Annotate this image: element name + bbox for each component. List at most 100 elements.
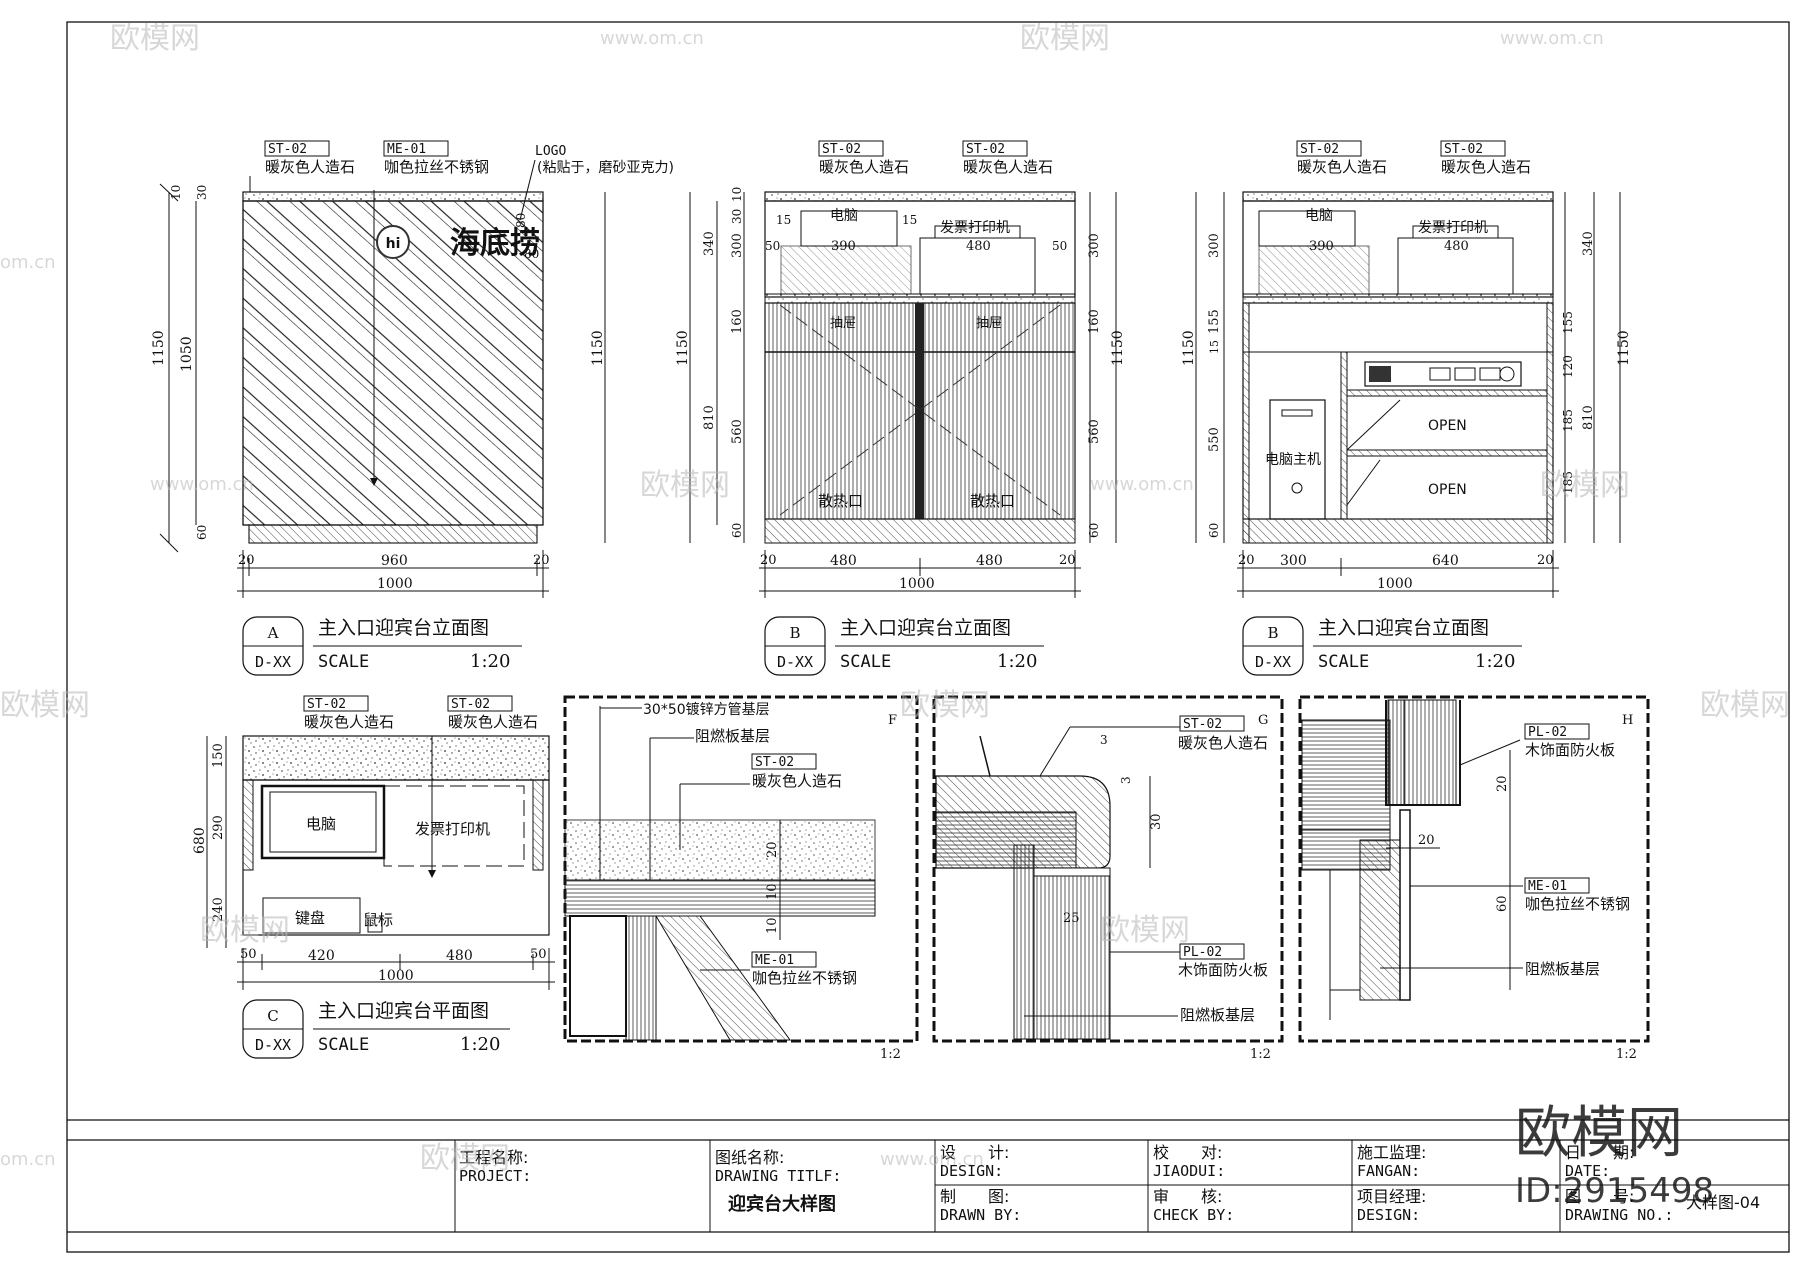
- design-label-en: DESIGN:: [940, 1162, 1003, 1180]
- material-tag: ST-02: [1183, 717, 1222, 732]
- dim-label: 1150: [151, 330, 167, 366]
- dim-label: 1000: [378, 968, 414, 984]
- dim-label: 300: [730, 233, 745, 258]
- open-label: OPEN: [1428, 418, 1467, 434]
- dim-label: 60: [195, 525, 209, 540]
- material-name: 咖色拉丝不锈钢: [384, 158, 489, 176]
- pm-label: 项目经理:: [1357, 1187, 1426, 1206]
- dim-label: 15: [902, 213, 917, 227]
- watermark-site: www.om.cn: [1090, 474, 1194, 495]
- dim-label: 185: [1561, 471, 1575, 494]
- dim-label: 50: [1052, 239, 1067, 253]
- dim-label: 560: [730, 419, 745, 444]
- detail-scale: 1:2: [1250, 1047, 1271, 1062]
- view-title-b1: B D-XX 主入口迎宾台立面图 SCALE 1:20: [764, 616, 1044, 676]
- material-tag: ST-02: [451, 697, 490, 712]
- material-tag: ME-01: [755, 953, 794, 968]
- watermark-site-short: om.cn: [0, 1149, 56, 1170]
- dim-label: 160: [730, 309, 745, 334]
- watermark-brand: 欧模网: [1100, 913, 1190, 948]
- logo-text: 海底捞: [450, 226, 540, 261]
- view-title: 主入口迎宾台立面图: [318, 617, 489, 639]
- dim-label: 1150: [590, 330, 606, 366]
- logo-mark-icon: hi 海底捞: [376, 225, 540, 261]
- view-title: 主入口迎宾台立面图: [840, 617, 1011, 639]
- printer-label: 发票打印机: [415, 820, 490, 838]
- fire-board-label: 阻燃板基层: [1180, 1006, 1255, 1024]
- dim-label: 300: [1280, 553, 1307, 569]
- dim-label: 50: [240, 947, 257, 962]
- scale-label: SCALE: [840, 652, 891, 672]
- watermark-brand: 欧模网: [0, 688, 90, 723]
- dim-label: 550: [1207, 427, 1222, 452]
- dim-label: 3: [1100, 733, 1108, 747]
- view-b1-elevation: 电脑 390 发票打印机 480 抽屉 抽屉 散热口 散热口 15 15 50 …: [675, 140, 1126, 598]
- dim-label: 340: [1581, 231, 1596, 256]
- supervisor-label-en: FANGAN:: [1357, 1162, 1420, 1180]
- scale-value: 1:20: [460, 1034, 500, 1055]
- material-name: 暖灰色人造石: [448, 713, 538, 731]
- view-letter: B: [789, 624, 800, 642]
- material-name: 木饰面防火板: [1178, 961, 1268, 979]
- dim-label: 1150: [1616, 330, 1632, 366]
- dim-label: 155: [1561, 311, 1575, 334]
- watermark-site: www.om.cn: [1500, 28, 1604, 49]
- check1-label: 校 对:: [1153, 1143, 1222, 1162]
- material-name: 暖灰色人造石: [1441, 158, 1531, 176]
- drawing-no-label-en: DRAWING NO.:: [1565, 1206, 1673, 1224]
- dim-label: 20: [1238, 553, 1255, 568]
- printer-label: 发票打印机: [940, 219, 1010, 236]
- drawn-label-en: DRAWN BY:: [940, 1206, 1021, 1224]
- dim-label: 30: [195, 185, 209, 200]
- watermark-site-short: om.cn: [0, 252, 56, 273]
- material-tag: ST-02: [755, 755, 794, 770]
- scale-value: 1:20: [1475, 651, 1515, 672]
- dim-label: 160: [1087, 309, 1102, 334]
- computer-label: 电脑: [1305, 208, 1333, 224]
- dim-label: 810: [1581, 405, 1596, 430]
- scale-value: 1:20: [470, 651, 510, 672]
- dim-label: 20: [1418, 833, 1435, 848]
- watermark-brand: 欧模网: [1540, 468, 1630, 503]
- date-label-en: DATE:: [1565, 1162, 1610, 1180]
- dim-label: 80: [514, 213, 528, 228]
- dim-label: 60: [730, 523, 744, 538]
- material-tag: ST-02: [966, 142, 1005, 157]
- open-label: OPEN: [1428, 482, 1467, 498]
- dim-label: 480: [976, 553, 1003, 569]
- host-label: 电脑主机: [1265, 452, 1321, 468]
- watermark-brand: 欧模网: [640, 468, 730, 503]
- dim-label: 20: [533, 553, 550, 568]
- dim-label: 80: [524, 247, 539, 261]
- dim-label: 1000: [899, 576, 935, 592]
- material-name: 咖色拉丝不锈钢: [1525, 895, 1630, 913]
- dim-label: 20: [765, 841, 780, 858]
- dim-label: 120: [1561, 355, 1575, 378]
- view-letter: B: [1267, 624, 1278, 642]
- watermark-brand: 欧模网: [110, 21, 200, 56]
- material-name: 暖灰色人造石: [265, 158, 355, 176]
- dim-label: 290: [211, 815, 226, 840]
- dim-label: 20: [1537, 553, 1554, 568]
- dim-label: 480: [1444, 239, 1469, 254]
- dim-label: 480: [830, 553, 857, 569]
- dim-label: 1150: [675, 330, 691, 366]
- dim-label: 10: [169, 185, 183, 200]
- dim-label: 20: [760, 553, 777, 568]
- material-name: 暖灰色人造石: [963, 158, 1053, 176]
- vent-label: 散热口: [818, 492, 863, 510]
- view-letter: A: [267, 624, 279, 642]
- drawing-title-value: 迎宾台大样图: [728, 1193, 836, 1215]
- dim-label: 420: [308, 948, 335, 964]
- drawn-label: 制 图:: [940, 1187, 1009, 1206]
- watermark-brand: 欧模网: [200, 913, 290, 948]
- dim-label: 10: [765, 883, 780, 900]
- scale-value: 1:20: [997, 651, 1037, 672]
- dim-label: 10: [730, 187, 744, 202]
- material-name: 木饰面防火板: [1525, 741, 1615, 759]
- view-a-elevation: hi 海底捞 ST-02 暖灰色人造石 ME-01 咖色拉丝不锈钢 LOGO (…: [151, 140, 674, 598]
- view-b2-elevation: 电脑 390 发票打印机 480 电脑主机 OPEN OPEN ST-02 暖灰…: [1181, 140, 1632, 598]
- material-tag: ME-01: [1528, 879, 1567, 894]
- drawer-label: 抽屉: [976, 316, 1002, 331]
